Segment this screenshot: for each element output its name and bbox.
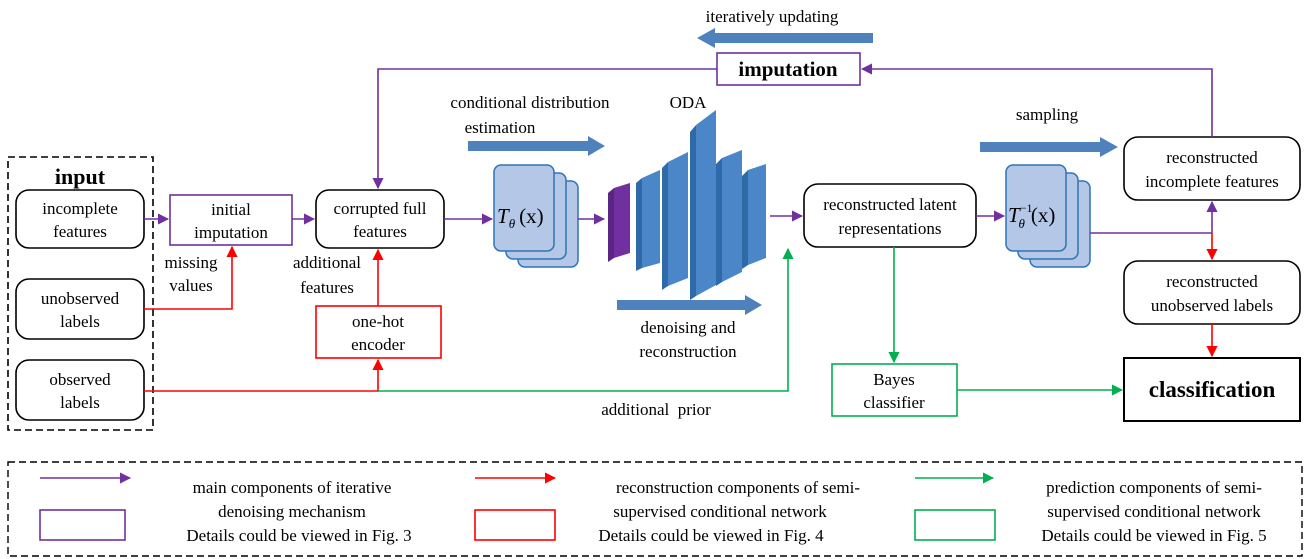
- svg-text:labels: labels: [60, 312, 100, 331]
- svg-text:Details could be viewed in Fig: Details could be viewed in Fig. 4: [598, 526, 824, 545]
- iteratively-updating-arrow: [697, 28, 873, 48]
- forward-transform-stack: Tθ(x): [493, 164, 579, 268]
- one-hot-encoder-node: one-hot encoder: [315, 305, 442, 359]
- reconstructed-latent-node: reconstructed latent representations: [803, 183, 977, 248]
- edge-unobserved-to-initial: [144, 245, 238, 310]
- legend: main components of iterative denoising m…: [7, 461, 1303, 557]
- svg-text:supervised conditional network: supervised conditional network: [1047, 502, 1261, 521]
- legend-item-reconstruction: reconstruction components of semi- super…: [474, 472, 860, 545]
- incomplete-features-node: incomplete features: [15, 189, 145, 249]
- svg-text:labels: labels: [60, 393, 100, 412]
- svg-text:unobserved: unobserved: [41, 289, 120, 308]
- edge-imputation-to-corrupted: [372, 68, 717, 190]
- legend-frame: [7, 461, 1303, 557]
- svg-text:imputation: imputation: [194, 223, 268, 242]
- bayes-classifier-node: Bayes classifier: [831, 363, 958, 417]
- sampling-label: sampling: [1016, 105, 1079, 124]
- edge-observed-to-latent-prior: [378, 247, 794, 392]
- observed-labels-node: observed labels: [15, 359, 145, 421]
- svg-text:Bayes: Bayes: [873, 370, 915, 389]
- main-edges: [144, 63, 1218, 234]
- unobserved-labels-node: unobserved labels: [15, 278, 145, 340]
- svg-text:imputation: imputation: [738, 57, 838, 81]
- additional-prior-label: additional prior: [601, 400, 711, 419]
- svg-text:supervised conditional network: supervised conditional network: [613, 502, 827, 521]
- reconstructed-unobserved-node: reconstructed unobserved labels: [1123, 260, 1301, 325]
- svg-text:reconstructed: reconstructed: [1166, 148, 1258, 167]
- oda-layer-3: [662, 152, 688, 290]
- denoising-label: denoising and: [641, 318, 736, 337]
- oda-label: ODA: [670, 93, 708, 112]
- input-group-title: input: [55, 164, 106, 189]
- svg-text:incomplete features: incomplete features: [1145, 172, 1279, 191]
- prediction-edges: [378, 247, 1124, 396]
- edge-observed-to-encoder: [144, 358, 384, 392]
- conditional-distribution-arrow: [468, 136, 605, 156]
- iteratively-updating-label: iteratively updating: [706, 7, 839, 26]
- corrupted-full-features-node: corrupted full features: [315, 189, 445, 249]
- svg-text:reconstruction components of s: reconstruction components of semi-: [616, 478, 860, 497]
- svg-text:representations: representations: [839, 219, 942, 238]
- svg-text:initial: initial: [211, 200, 251, 219]
- legend-item-prediction: prediction components of semi- supervise…: [914, 472, 1267, 545]
- imputation-node: imputation: [716, 52, 861, 86]
- svg-text:incomplete: incomplete: [42, 199, 118, 218]
- reconstructed-incomplete-node: reconstructed incomplete features: [1123, 136, 1301, 201]
- svg-text:corrupted full: corrupted full: [334, 199, 427, 218]
- svg-text:Details could be viewed in Fig: Details could be viewed in Fig. 3: [186, 526, 411, 545]
- svg-text:reconstructed: reconstructed: [1166, 272, 1258, 291]
- svg-text:classification: classification: [1149, 377, 1276, 402]
- conditional-distribution-label: conditional distribution: [450, 93, 610, 112]
- sampling-arrow: [980, 137, 1118, 157]
- denoising-label-2: reconstruction: [639, 342, 737, 361]
- initial-imputation-node: initial imputation: [169, 194, 293, 246]
- svg-text:Details could be viewed in Fig: Details could be viewed in Fig. 5: [1041, 526, 1266, 545]
- svg-text:encoder: encoder: [351, 335, 405, 354]
- oda-network: [608, 110, 766, 300]
- svg-text:observed: observed: [49, 370, 111, 389]
- edge-reconstructed-to-imputation: [860, 63, 1213, 137]
- legend-item-main: main components of iterative denoising m…: [39, 472, 412, 545]
- additional-features-label-2: features: [300, 278, 354, 297]
- oda-layer-4: [690, 110, 716, 300]
- oda-layer-2: [636, 170, 660, 271]
- svg-text:unobserved labels: unobserved labels: [1151, 296, 1273, 315]
- svg-text:features: features: [353, 222, 407, 241]
- oda-layer-1: [608, 183, 630, 262]
- svg-text:reconstructed latent: reconstructed latent: [823, 195, 957, 214]
- svg-text:features: features: [53, 222, 107, 241]
- forward-transform-label: Tθ(x): [497, 204, 544, 231]
- svg-text:prediction components of semi-: prediction components of semi-: [1046, 478, 1262, 497]
- oda-layer-6: [742, 164, 766, 269]
- svg-text:main components of iterative: main components of iterative: [193, 478, 392, 497]
- missing-values-label-2: values: [169, 276, 212, 295]
- input-group-frame: [7, 156, 154, 431]
- denoising-arrow: [617, 295, 762, 315]
- classification-node: classification: [1123, 357, 1301, 422]
- conditional-distribution-label-2: estimation: [465, 118, 536, 137]
- svg-text:one-hot: one-hot: [352, 312, 404, 331]
- svg-text:classifier: classifier: [863, 393, 925, 412]
- missing-values-label: missing: [165, 253, 218, 272]
- svg-text:denoising mechanism: denoising mechanism: [218, 502, 366, 521]
- additional-features-label: additional: [293, 253, 361, 272]
- oda-layer-5: [716, 150, 742, 286]
